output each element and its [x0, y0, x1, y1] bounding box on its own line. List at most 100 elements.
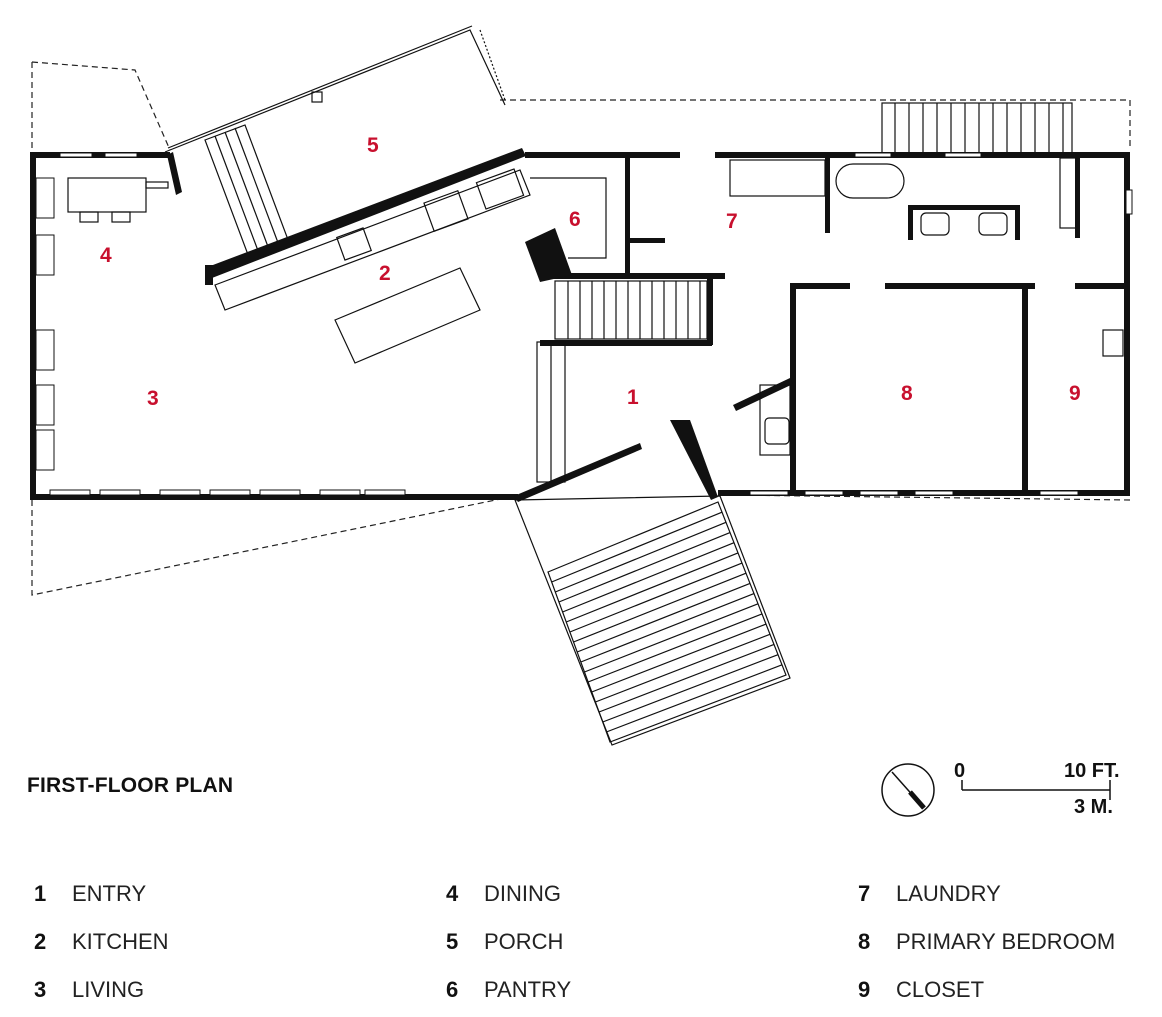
porch-stairs — [204, 124, 291, 261]
room-number-4: 4 — [100, 244, 112, 267]
window — [35, 429, 55, 471]
room-number-5: 5 — [367, 134, 379, 157]
legend-number: 2 — [34, 929, 47, 954]
legend-item-kitchen: 2 KITCHEN — [28, 918, 358, 966]
legend-item-pantry: 6 PANTRY — [440, 966, 770, 1014]
legend-label: PRIMARY BEDROOM — [896, 929, 1116, 954]
laundry-counter — [729, 159, 826, 197]
legend-label: KITCHEN — [72, 929, 169, 954]
fixtures — [67, 157, 1124, 483]
window — [1039, 490, 1079, 496]
plan-title: FIRST-FLOOR PLAN — [27, 774, 234, 797]
dining-table — [67, 177, 147, 213]
room-number-8: 8 — [901, 382, 913, 405]
window — [159, 489, 201, 496]
legend-label: ENTRY — [72, 881, 147, 906]
window — [1125, 189, 1133, 215]
legend-number: 8 — [858, 929, 871, 954]
stair-tread — [595, 633, 771, 703]
vanity-sink-right — [978, 212, 1008, 236]
window — [319, 489, 361, 496]
window — [364, 489, 406, 496]
legend-label: LIVING — [72, 977, 145, 1002]
window — [804, 490, 844, 496]
window — [49, 489, 91, 496]
room-number-3: 3 — [147, 387, 159, 410]
porch-outline — [164, 25, 506, 153]
window — [35, 329, 55, 371]
legend-item-living: 3 LIVING — [28, 966, 358, 1014]
window — [854, 152, 892, 158]
vanity-sink-left — [920, 212, 950, 236]
room-number-7: 7 — [726, 210, 738, 233]
stair-tread — [569, 562, 743, 633]
legend-label: PORCH — [484, 929, 564, 954]
legend-item-laundry: 7 LAUNDRY — [852, 870, 1162, 918]
exterior-walls — [30, 148, 1130, 502]
stair-tread — [558, 531, 731, 603]
stair-tread — [551, 511, 723, 583]
cooktop — [423, 189, 469, 233]
stair-tread — [602, 654, 779, 723]
room-number-2: 2 — [379, 262, 391, 285]
stair-tread — [598, 643, 775, 713]
legend-column-1: 1 ENTRY 2 KITCHEN 3 LIVING — [28, 870, 358, 1014]
window — [99, 489, 141, 496]
rear-stairs — [881, 102, 1073, 154]
window — [749, 490, 789, 496]
window — [914, 490, 954, 496]
room-number-6: 6 — [569, 208, 581, 231]
window — [35, 234, 55, 276]
bathtub — [835, 163, 905, 199]
kitchen-island — [334, 267, 481, 364]
legend-label: DINING — [484, 881, 561, 906]
window — [859, 490, 899, 496]
legend-number: 6 — [446, 977, 459, 1002]
stair-tread — [576, 582, 751, 653]
legend-item-closet: 9 CLOSET — [852, 966, 1162, 1014]
legend-item-entry: 1 ENTRY — [28, 870, 358, 918]
legend-number: 4 — [446, 881, 459, 906]
legend-column-2: 4 DINING 5 PORCH 6 PANTRY — [440, 870, 770, 1014]
entry-stairs — [514, 495, 791, 746]
room-labels: 1 2 3 4 5 6 7 8 9 — [100, 134, 1081, 410]
scale-meters-label: 3 M. — [1074, 796, 1113, 818]
legend-item-primary-bedroom: 8 PRIMARY BEDROOM — [852, 918, 1162, 966]
window — [209, 489, 251, 496]
stair-tread — [580, 593, 755, 663]
room-number-1: 1 — [627, 386, 639, 409]
legend-number: 1 — [34, 881, 47, 906]
stair-tread — [573, 572, 747, 643]
window — [59, 152, 93, 158]
legend-number: 7 — [858, 881, 871, 906]
sink — [335, 227, 373, 261]
stair-tread — [566, 552, 739, 623]
legend-number: 9 — [858, 977, 871, 1002]
legend-label: LAUNDRY — [896, 881, 1001, 906]
stair-tread — [587, 613, 763, 683]
legend-number: 5 — [446, 929, 459, 954]
scale-feet-label: 10 FT. — [1064, 760, 1120, 782]
legend-number: 3 — [34, 977, 47, 1002]
stair-tread — [606, 664, 783, 733]
floor-plan: 1 2 3 4 5 6 7 8 9 — [30, 25, 1133, 746]
legend-item-porch: 5 PORCH — [440, 918, 770, 966]
interior-stairs — [554, 280, 708, 340]
stair-tread — [584, 603, 759, 673]
legend-label: PANTRY — [484, 977, 572, 1002]
window — [259, 489, 301, 496]
legend-label: CLOSET — [896, 977, 985, 1002]
window — [35, 177, 55, 219]
stair-tread — [591, 623, 767, 693]
window — [944, 152, 982, 158]
legend-column-3: 7 LAUNDRY 8 PRIMARY BEDROOM 9 CLOSET — [852, 870, 1162, 1014]
scale-zero-label: 0 — [954, 760, 966, 782]
window — [104, 152, 138, 158]
room-number-9: 9 — [1069, 382, 1081, 405]
windows — [35, 152, 1133, 496]
window — [35, 384, 55, 426]
north-arrow-icon — [881, 763, 935, 817]
stair-tread — [555, 521, 727, 593]
kitchen-counter — [214, 169, 531, 311]
scale-bar: 0 10 FT. 3 M. — [952, 760, 1132, 820]
